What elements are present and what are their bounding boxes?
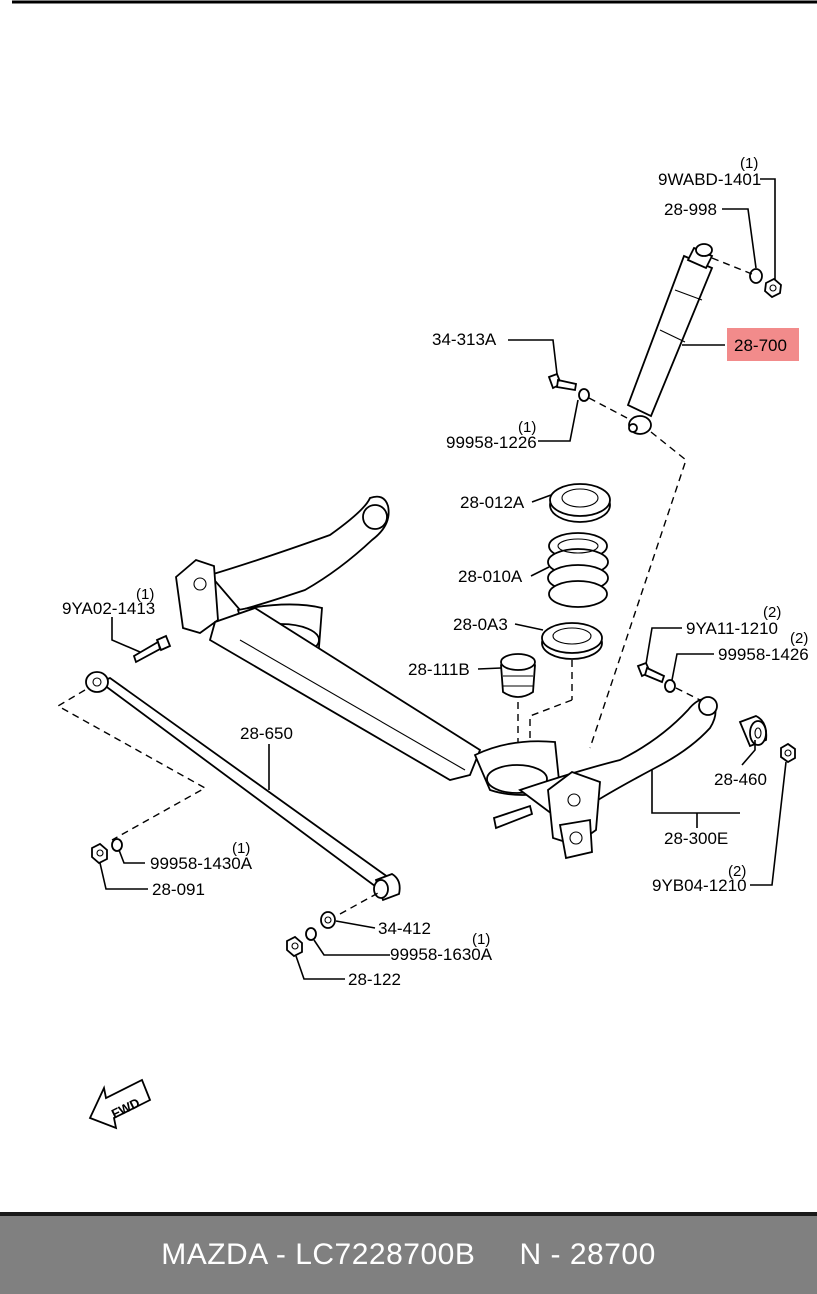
washer-99958-1226-part[interactable]	[578, 388, 590, 402]
footer-bar: MAZDA - LC7228700B N - 28700	[0, 1212, 817, 1294]
label-28-091[interactable]: 28-091	[152, 880, 205, 899]
spring-seat-28-012a-part[interactable]	[549, 483, 611, 523]
torsion-beam-axle-28-300e-part[interactable]	[175, 495, 718, 860]
label-28-650[interactable]: 28-650	[240, 724, 293, 743]
washer-28-998-part[interactable]	[749, 268, 763, 284]
bolt-9ya11-part[interactable]	[636, 661, 666, 684]
leader-lines	[99, 178, 787, 980]
label-28-111b[interactable]: 28-111B	[408, 660, 470, 679]
qty-9ya02-1413: (1)	[136, 586, 154, 603]
highlight-28-700	[727, 328, 799, 361]
label-9yb04-1210[interactable]: 9YB04-1210	[652, 876, 747, 895]
nut-28-091-part[interactable]	[91, 842, 108, 865]
label-28-122[interactable]: 28-122	[348, 970, 401, 989]
label-99958-1226[interactable]: 99958-1226	[446, 433, 537, 452]
label-28-300e[interactable]: 28-300E	[664, 829, 728, 848]
washer-99958-1430a-part[interactable]	[111, 838, 123, 852]
nut-9wabd-part[interactable]	[764, 277, 782, 299]
label-28-998[interactable]: 28-998	[664, 200, 717, 219]
label-28-700[interactable]: 28-700	[734, 336, 787, 355]
qty-9wabd-1401: (1)	[740, 155, 758, 172]
qty-99958-1430a: (1)	[232, 840, 250, 857]
qty-99958-1226: (1)	[518, 419, 536, 436]
fwd-arrow-icon: FWD	[88, 1078, 152, 1130]
label-99958-1630a[interactable]: 99958-1630A	[390, 945, 493, 964]
qty-9yb04-1210: (2)	[728, 863, 746, 880]
bump-stopper-28-111b-part[interactable]	[500, 653, 536, 698]
label-28-460[interactable]: 28-460	[714, 770, 767, 789]
bolt-34-313a-part[interactable]	[547, 372, 578, 392]
label-28-0a3[interactable]: 28-0A3	[453, 615, 508, 634]
shock-absorber-part[interactable]	[626, 243, 714, 435]
label-28-010a[interactable]: 28-010A	[458, 567, 523, 586]
label-9wabd-1401[interactable]: 9WABD-1401	[658, 170, 761, 189]
label-34-313a[interactable]: 34-313A	[432, 330, 497, 349]
bushing-28-460-part[interactable]	[738, 715, 768, 748]
qty-9ya11-1210: (2)	[763, 604, 781, 621]
label-99958-1430a[interactable]: 99958-1430A	[150, 854, 253, 873]
lateral-rod-28-650-part[interactable]	[85, 671, 401, 902]
label-34-412[interactable]: 34-412	[378, 919, 431, 938]
footer-part-number: MAZDA - LC7228700B N - 28700	[161, 1238, 656, 1271]
nut-9yb04-part[interactable]	[780, 742, 796, 764]
washer-99958-1630a-part[interactable]	[305, 927, 317, 941]
washer-34-412-part[interactable]	[320, 911, 336, 929]
label-99958-1426[interactable]: 99958-1426	[718, 645, 809, 664]
nut-28-122-part[interactable]	[286, 935, 303, 958]
label-28-012a[interactable]: 28-012A	[460, 493, 525, 512]
coil-spring-28-010a-part[interactable]	[547, 532, 609, 608]
bolt-9ya02-part[interactable]	[132, 634, 172, 664]
qty-99958-1630a: (1)	[472, 931, 490, 948]
label-9ya11-1210[interactable]: 9YA11-1210	[686, 619, 778, 638]
qty-99958-1426: (2)	[790, 630, 808, 647]
washer-99958-1426-part[interactable]	[664, 679, 676, 693]
spring-seat-rubber-28-0a3-part[interactable]	[541, 622, 603, 660]
label-9ya02-1413[interactable]: 9YA02-1413	[62, 599, 155, 618]
